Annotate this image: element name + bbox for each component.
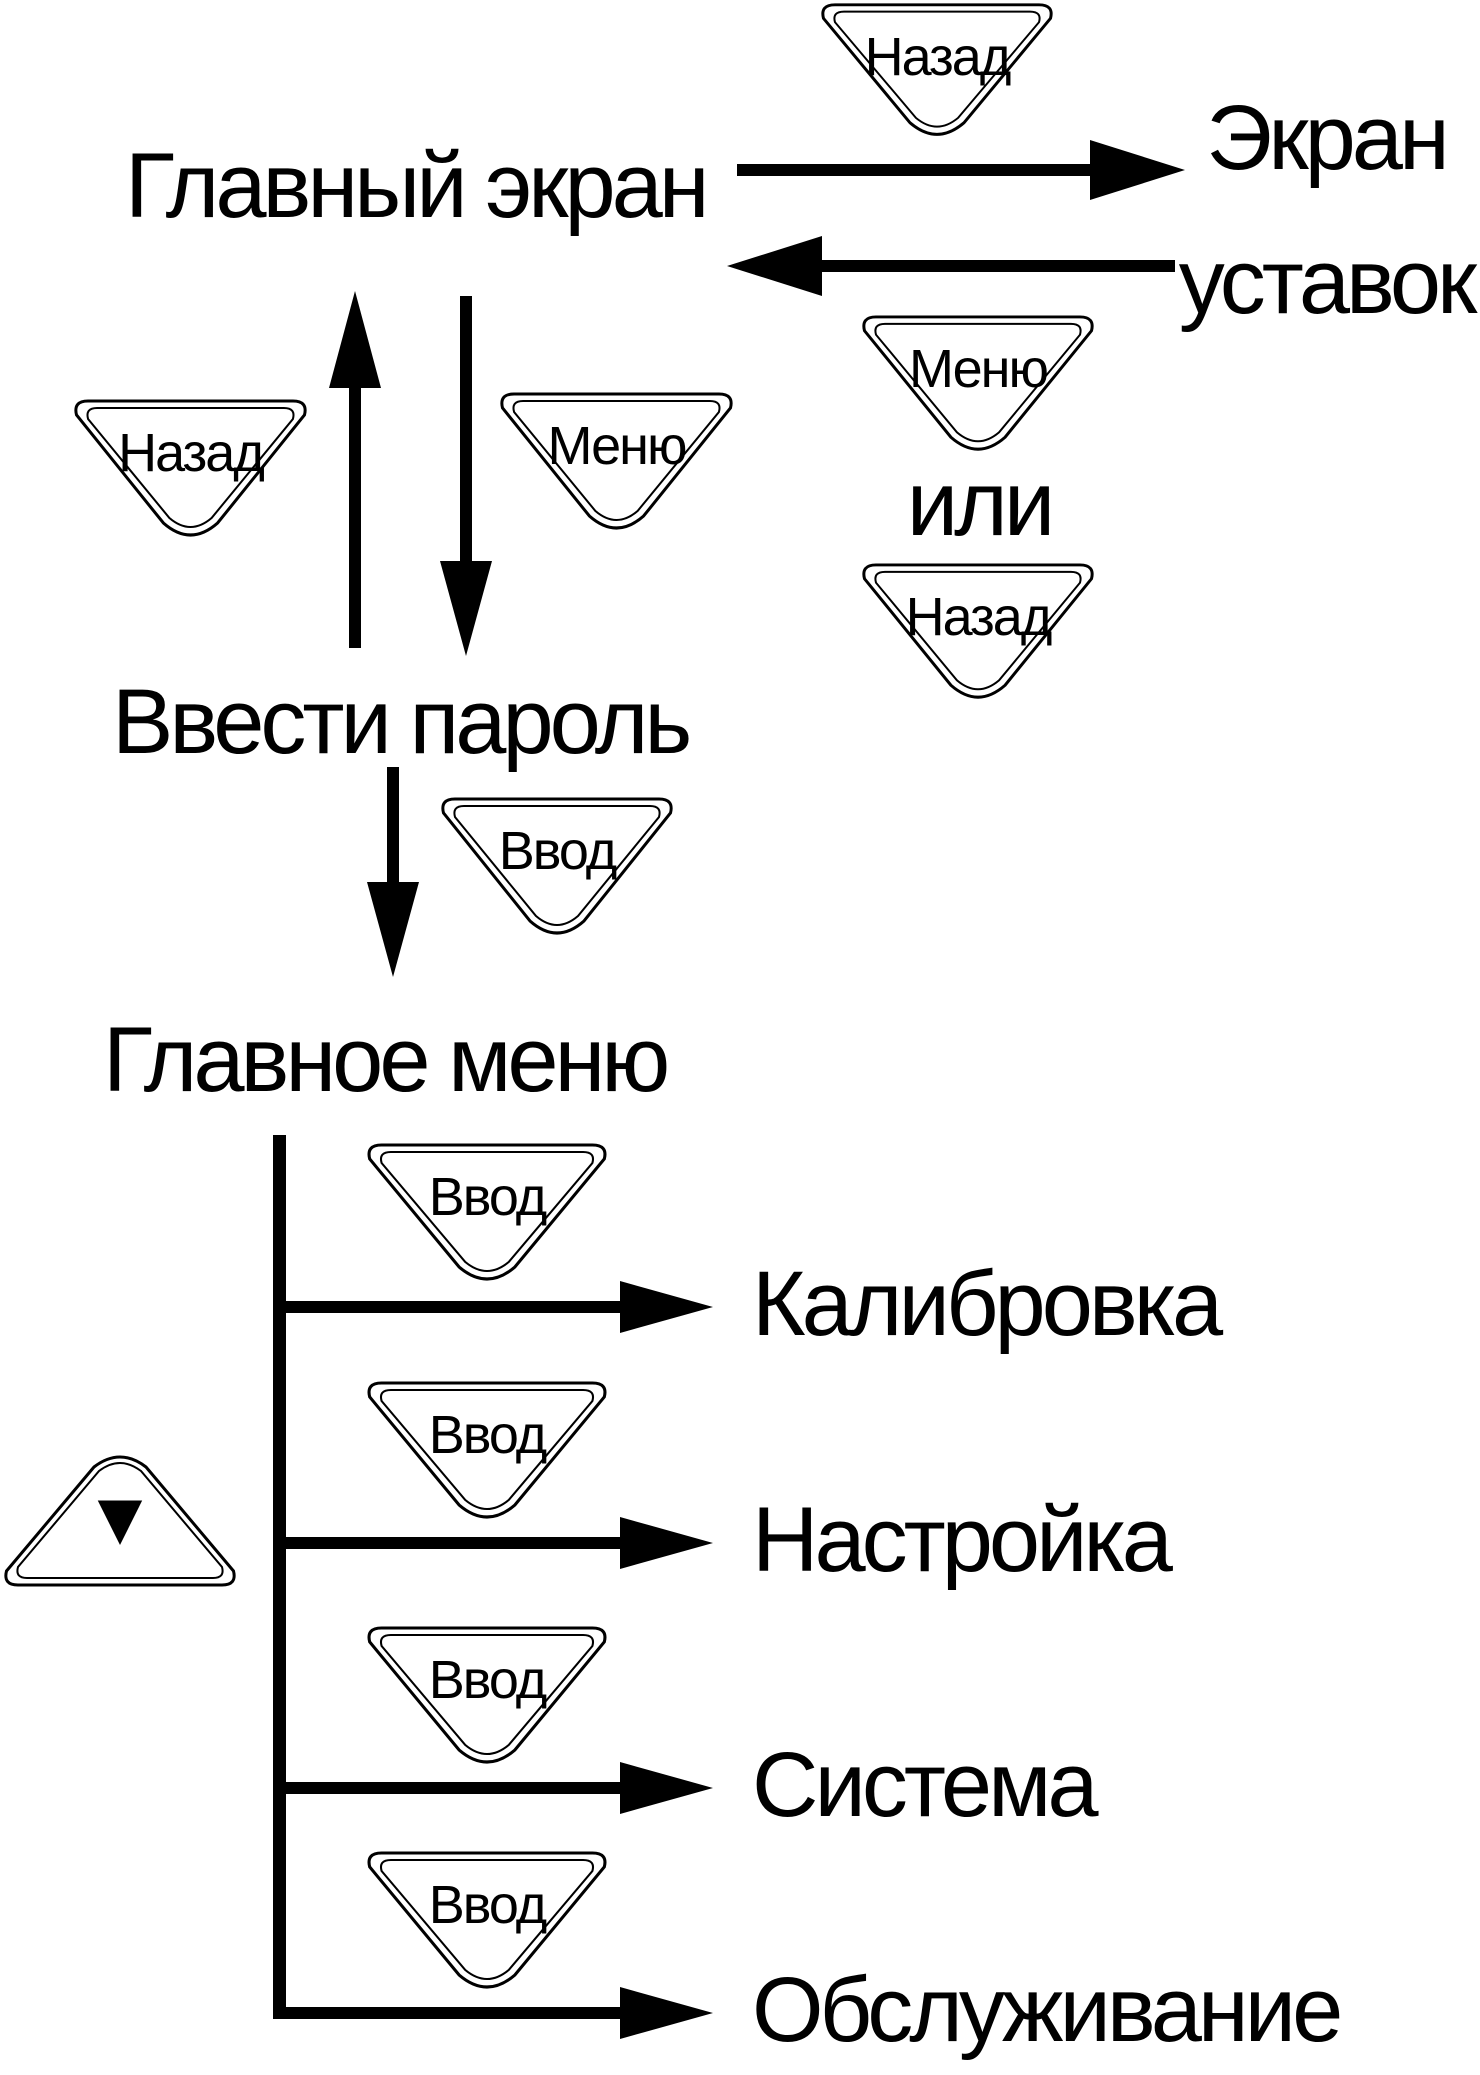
enter-key-icon bbox=[367, 1851, 607, 1989]
key-enter-calibration: Ввод bbox=[363, 1140, 611, 1290]
key-enter-service-label: Ввод bbox=[428, 1875, 547, 1935]
node-setpoints-screen-line1: Экран bbox=[1206, 87, 1450, 189]
menu-key-icon bbox=[862, 315, 1094, 451]
arrow-up-password-to-main bbox=[329, 291, 381, 648]
arrow-branch-service bbox=[273, 1987, 713, 2039]
key-back-left: Назад bbox=[70, 396, 311, 546]
menu-item-settings: Настройка bbox=[752, 1489, 1173, 1591]
menu-item-system: Система bbox=[752, 1734, 1099, 1836]
node-main-screen: Главный экран bbox=[125, 135, 710, 237]
arrow-branch-system bbox=[273, 1762, 713, 1814]
key-back-right-label: Назад bbox=[905, 587, 1053, 647]
key-down-navigation: ▼ bbox=[0, 1445, 240, 1590]
key-back-top-label: Назад bbox=[864, 27, 1012, 87]
key-menu-left-label: Меню bbox=[547, 416, 688, 476]
key-enter-system-label: Ввод bbox=[428, 1650, 547, 1710]
key-enter-system: Ввод bbox=[363, 1623, 611, 1773]
menu-item-calibration: Калибровка bbox=[752, 1253, 1223, 1355]
key-menu-right-label: Меню bbox=[909, 339, 1049, 399]
down-triangle-glyph: ▼ bbox=[82, 1476, 158, 1561]
node-setpoints-screen-line2: уставок bbox=[1178, 231, 1478, 333]
arrow-branch-settings bbox=[273, 1517, 713, 1569]
key-enter-calibration-label: Ввод bbox=[428, 1167, 547, 1227]
back-key-icon bbox=[821, 3, 1053, 136]
menu-item-service: Обслуживание bbox=[752, 1959, 1343, 2061]
key-back-left-label: Назад bbox=[118, 423, 265, 483]
down-arrow-key-icon bbox=[4, 1455, 236, 1587]
arrow-left-setpoints-to-main bbox=[727, 236, 1175, 296]
or-label: или bbox=[906, 453, 1055, 555]
back-key-icon bbox=[862, 563, 1094, 699]
node-enter-password: Ввести пароль bbox=[112, 671, 692, 773]
enter-key-icon bbox=[367, 1381, 607, 1519]
key-back-top: Назад bbox=[817, 0, 1057, 145]
key-menu-left: Меню bbox=[496, 389, 737, 539]
key-enter-settings: Ввод bbox=[363, 1378, 611, 1528]
arrow-down-password-to-menu bbox=[367, 767, 419, 977]
key-enter-password: Ввод bbox=[437, 794, 677, 944]
enter-key-icon bbox=[441, 797, 673, 935]
node-main-menu: Главное меню bbox=[103, 1009, 670, 1111]
arrow-down-main-to-password bbox=[440, 296, 492, 656]
key-enter-password-label: Ввод bbox=[498, 821, 617, 881]
key-back-right: Назад bbox=[858, 560, 1098, 708]
menu-key-icon bbox=[500, 392, 733, 530]
menu-tree-trunk-line bbox=[273, 1135, 286, 2019]
enter-key-icon bbox=[367, 1143, 607, 1281]
enter-key-icon bbox=[367, 1626, 607, 1764]
key-menu-right: Меню bbox=[858, 312, 1098, 460]
key-enter-settings-label: Ввод bbox=[428, 1405, 547, 1465]
arrow-branch-calibration bbox=[273, 1281, 713, 1333]
back-key-icon bbox=[74, 399, 307, 537]
arrow-right-main-to-setpoints bbox=[737, 140, 1185, 200]
key-enter-service: Ввод bbox=[363, 1848, 611, 1998]
